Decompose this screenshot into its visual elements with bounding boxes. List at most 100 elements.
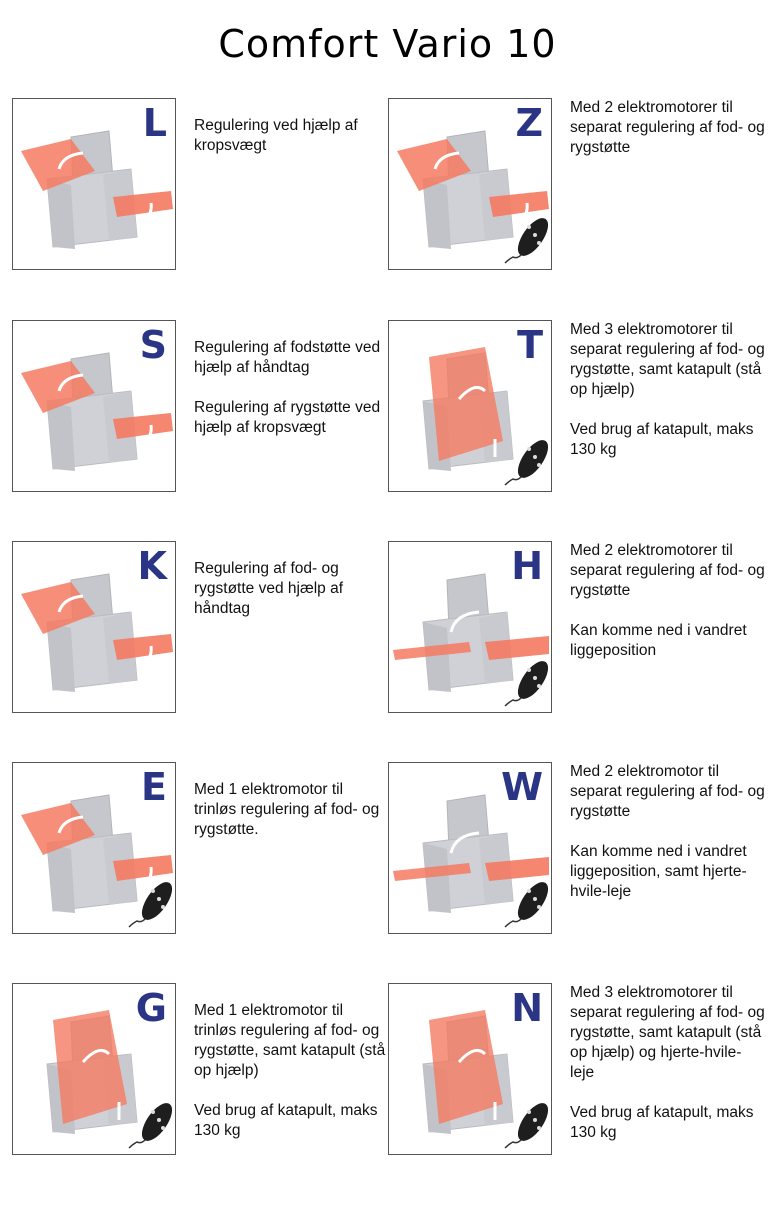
model-description: Regulering ved hjælp af kropsvægt — [194, 116, 389, 176]
description-paragraph: Med 2 elektromotorer til separat reguler… — [570, 99, 765, 156]
remote-control-icon — [517, 218, 549, 256]
remote-cord-icon — [504, 1139, 522, 1149]
model-letter: K — [137, 544, 167, 588]
remote-button-icon — [527, 447, 531, 451]
chair-illustration — [46, 1010, 138, 1134]
model-letter: S — [139, 323, 167, 367]
model-letter: E — [141, 765, 167, 809]
chair-illustration — [422, 1010, 514, 1134]
remote-control-icon — [517, 661, 549, 699]
model-description: Med 3 elektromotorer til separat reguler… — [570, 983, 765, 1163]
model-card-w: W — [388, 762, 552, 934]
description-paragraph: Regulering af fod- og rygstøtte ved hjæl… — [194, 560, 344, 617]
description-paragraph: Med 3 elektromotorer til separat reguler… — [570, 984, 765, 1081]
description-paragraph: Ved brug af katapult, maks 130 kg — [570, 1104, 754, 1141]
model-letter: W — [501, 765, 543, 809]
recline-arrow — [449, 610, 480, 633]
footrest-arrow — [138, 866, 153, 889]
backrest-highlight — [397, 139, 471, 191]
remote-button-icon — [533, 233, 537, 237]
lift-arrow — [81, 1048, 111, 1064]
model-card-n: N — [388, 983, 552, 1155]
remote-button-icon — [537, 463, 541, 467]
model-letter: N — [511, 986, 543, 1030]
backrest-highlight — [21, 803, 95, 855]
backrest-highlight — [393, 642, 471, 660]
chair-image — [397, 130, 549, 264]
description-paragraph: Med 3 elektromotorer til separat reguler… — [570, 321, 765, 398]
footrest-highlight — [489, 191, 549, 217]
remote-button-icon — [161, 1126, 165, 1130]
chair-arm — [47, 179, 75, 249]
chair-image — [21, 794, 173, 928]
model-description: Regulering af fodstøtte ved hjælp af hån… — [194, 338, 389, 458]
model-letter: T — [517, 323, 543, 367]
chair-image — [422, 1010, 549, 1149]
description-paragraph: Kan komme ned i vandret liggeposition, s… — [570, 843, 747, 900]
remote-control-icon — [141, 882, 173, 920]
description-paragraph: Med 2 elektromotorer til separat reguler… — [570, 542, 765, 599]
chair-image — [422, 347, 549, 486]
chair-arm — [47, 622, 75, 692]
chair-image — [21, 352, 173, 471]
model-description: Med 3 elektromotorer til separat reguler… — [570, 320, 765, 480]
recline-arrow — [57, 815, 84, 834]
model-card-k: K — [12, 541, 176, 713]
footrest-arrow — [514, 202, 529, 225]
footrest-arrow — [138, 424, 153, 447]
page-title: Comfort Vario 10 — [218, 22, 557, 66]
remote-button-icon — [533, 455, 537, 459]
footrest-highlight — [485, 636, 549, 660]
model-description: Med 2 elektromotorer til separat reguler… — [570, 98, 765, 178]
description-paragraph: Med 2 elektromotor til separat regulerin… — [570, 763, 765, 820]
model-description: Regulering af fod- og rygstøtte ved hjæl… — [194, 559, 389, 639]
backrest-highlight — [21, 582, 95, 634]
model-description: Med 2 elektromotor til separat regulerin… — [570, 762, 765, 922]
remote-button-icon — [527, 225, 531, 229]
recline-arrow — [433, 151, 460, 170]
description-paragraph: Kan komme ned i vandret liggeposition — [570, 622, 747, 659]
footrest-highlight — [113, 634, 173, 660]
chair-image — [46, 1010, 173, 1149]
chair-illustration — [397, 130, 549, 249]
remote-button-icon — [537, 1126, 541, 1130]
model-card-g: G — [12, 983, 176, 1155]
remote-cord-icon — [128, 1139, 146, 1149]
footrest-arrow — [138, 645, 153, 668]
remote-button-icon — [151, 1110, 155, 1114]
recline-arrow — [57, 373, 84, 392]
model-letter: H — [511, 544, 543, 588]
remote-button-icon — [157, 897, 161, 901]
remote-button-icon — [533, 1118, 537, 1122]
model-card-l: L — [12, 98, 176, 270]
description-paragraph: Regulering af fodstøtte ved hjælp af hån… — [194, 339, 381, 376]
remote-button-icon — [161, 905, 165, 909]
remote-control-icon — [517, 440, 549, 478]
remote-button-icon — [537, 241, 541, 245]
remote-button-icon — [527, 889, 531, 893]
remote-button-icon — [157, 1118, 161, 1122]
description-paragraph: Med 1 elektromotor til trinløs regulerin… — [194, 1002, 386, 1079]
remote-cord-icon — [128, 918, 146, 928]
remote-cord-icon — [504, 254, 522, 264]
remote-cord-icon — [504, 476, 522, 486]
lift-highlight — [53, 1010, 127, 1124]
chair-illustration — [422, 347, 514, 471]
backrest-highlight — [21, 361, 95, 413]
remote-control-icon — [141, 1103, 173, 1141]
chair-illustration — [21, 573, 173, 692]
chair-image — [393, 794, 549, 928]
lift-arrow — [457, 1048, 487, 1064]
chair-illustration — [21, 130, 173, 249]
description-paragraph: Regulering af rygstøtte ved hjælp af kro… — [194, 399, 381, 436]
remote-button-icon — [151, 889, 155, 893]
backrest-highlight — [21, 139, 95, 191]
model-card-z: Z — [388, 98, 552, 270]
model-letter: L — [142, 101, 167, 145]
chair-image — [21, 130, 173, 249]
remote-button-icon — [537, 905, 541, 909]
chair-illustration — [393, 573, 549, 692]
footrest-highlight — [113, 191, 173, 217]
chair-arm — [423, 843, 451, 913]
footrest-highlight — [113, 413, 173, 439]
